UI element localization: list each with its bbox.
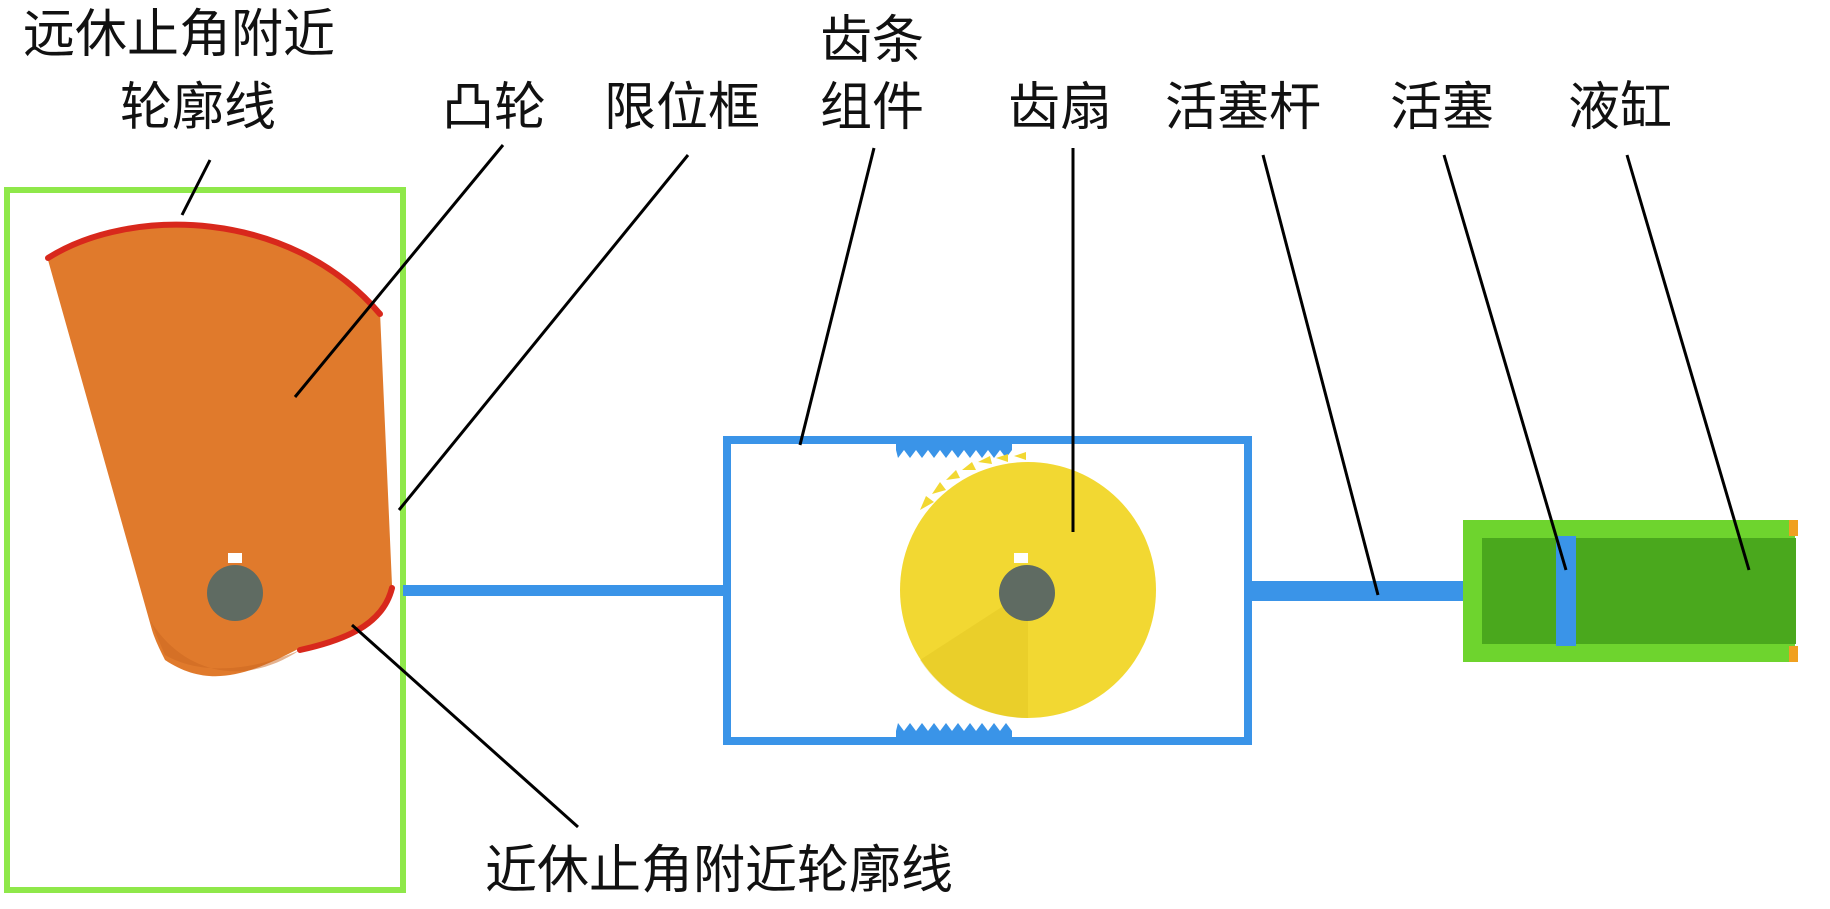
gear-shade <box>920 590 1028 719</box>
leader-cylinder <box>1625 154 1751 571</box>
near-rest-contour <box>297 585 395 653</box>
leader-piston <box>1442 154 1568 571</box>
cam <box>48 226 392 677</box>
leader-limit-frame <box>397 154 690 511</box>
label-far-contour-line2: 轮廓线 <box>120 78 276 138</box>
leader-cam <box>293 144 505 398</box>
leader-lines <box>180 144 1751 829</box>
gear-shaft-notch <box>1014 553 1028 563</box>
label-limit-frame: 限位框 <box>604 78 760 138</box>
cam-shaft-notch <box>228 553 242 563</box>
label-near-contour: 近休止角附近轮廓线 <box>485 841 953 901</box>
label-gear-sector: 齿扇 <box>1008 78 1112 138</box>
label-cam: 凸轮 <box>442 78 546 138</box>
piston <box>1556 536 1576 646</box>
far-rest-contour <box>45 221 383 317</box>
label-piston-rod: 活塞杆 <box>1165 78 1321 138</box>
rack-teeth-top <box>896 444 1012 458</box>
cylinder-cap-top <box>1789 520 1798 536</box>
leader-near-contour <box>351 623 579 829</box>
label-rack-assembly-line2: 组件 <box>820 78 924 138</box>
gear-shaft <box>999 565 1055 621</box>
cam-shade <box>150 620 300 672</box>
label-rack-assembly-line1: 齿条 <box>820 11 924 71</box>
limit-frame <box>4 187 406 893</box>
label-hydraulic-cylinder: 液缸 <box>1568 78 1672 138</box>
leader-far-contour <box>180 159 212 216</box>
rack-teeth-bottom <box>896 723 1012 737</box>
label-piston: 活塞 <box>1390 78 1494 138</box>
leader-piston-rod <box>1261 154 1380 596</box>
gear-teeth <box>920 452 1026 510</box>
leader-rack-assembly <box>798 147 876 446</box>
label-far-contour-line1: 远休止角附近 <box>23 5 335 65</box>
hydraulic-cylinder-inner <box>1482 538 1796 644</box>
cylinder-cap-bottom <box>1789 646 1798 662</box>
connecting-rod <box>403 585 723 596</box>
cam-shaft <box>207 565 263 621</box>
